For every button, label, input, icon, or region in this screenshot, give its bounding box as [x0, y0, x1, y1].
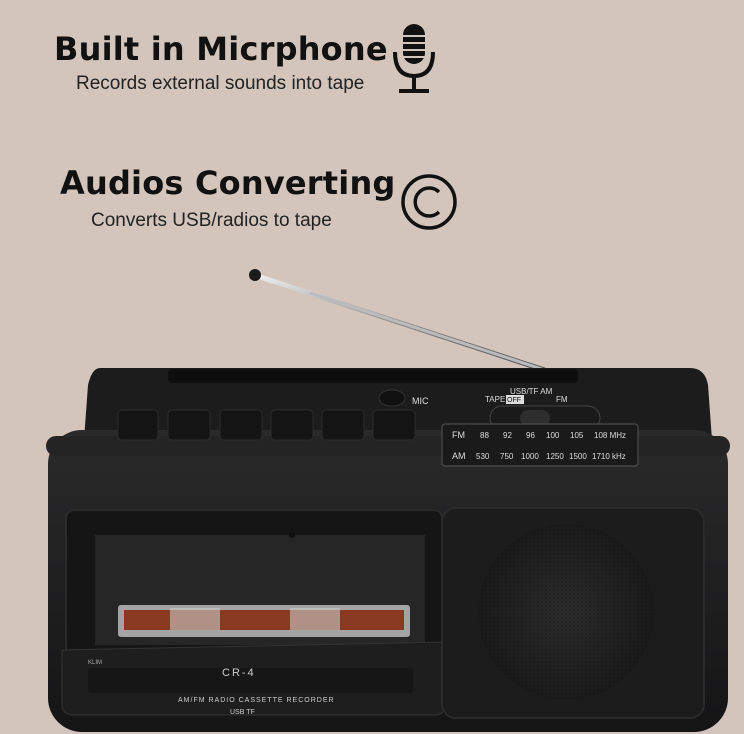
- fm-scale-0: 88: [480, 431, 489, 440]
- pause-button[interactable]: [372, 409, 416, 441]
- ports-label: USB TF: [230, 709, 255, 716]
- stop-button[interactable]: [321, 409, 365, 441]
- cassette-compartment: [61, 509, 446, 716]
- switch-top-label: USB/TF AM: [510, 387, 553, 396]
- fm-scale-5: 108 MHz: [594, 431, 626, 440]
- am-scale-1: 750: [500, 452, 514, 461]
- am-scale-0: 530: [476, 452, 490, 461]
- fast-forward-button[interactable]: [270, 409, 314, 441]
- play-button[interactable]: [167, 409, 211, 441]
- switch-off-label: OFF: [507, 397, 521, 404]
- fm-scale-3: 100: [546, 431, 560, 440]
- model-label: CR-4: [222, 667, 256, 679]
- transport-buttons: [117, 409, 416, 441]
- feature-title-microphone: Built in Micrphone: [54, 30, 388, 68]
- am-scale-5: 1710 kHz: [592, 452, 626, 461]
- fm-scale-1: 92: [503, 431, 512, 440]
- mic-hole: [378, 389, 406, 407]
- front-label: AM/FM RADIO CASSETTE RECORDER: [178, 697, 335, 704]
- feature-title-converting: Audios Converting: [60, 164, 396, 202]
- microphone-icon: [393, 24, 435, 93]
- feature-subtitle-converting: Converts USB/radios to tape: [91, 210, 332, 231]
- feature-subtitle-microphone: Records external sounds into tape: [76, 73, 365, 94]
- am-label: AM: [452, 451, 466, 461]
- brand-logo: KLIM: [88, 660, 102, 666]
- fm-scale-4: 105: [570, 431, 584, 440]
- speaker: [441, 507, 705, 719]
- fm-scale-2: 96: [526, 431, 535, 440]
- am-scale-4: 1500: [569, 452, 587, 461]
- rewind-button[interactable]: [219, 409, 263, 441]
- antenna: [249, 269, 578, 383]
- fm-label: FM: [452, 430, 465, 440]
- am-scale-2: 1000: [521, 452, 539, 461]
- mic-label: MIC: [412, 396, 429, 406]
- am-scale-3: 1250: [546, 452, 564, 461]
- switch-tape-label: TAPE: [485, 395, 505, 404]
- record-button[interactable]: [117, 409, 159, 441]
- tuning-scale: [441, 423, 639, 467]
- switch-fm-label: FM: [556, 395, 568, 404]
- copyright-icon: [401, 174, 457, 230]
